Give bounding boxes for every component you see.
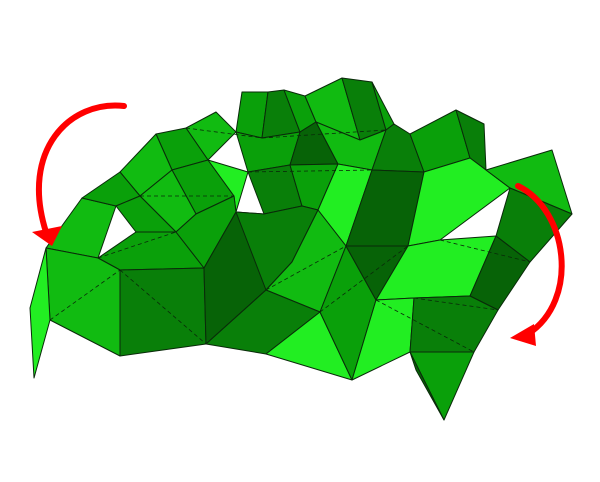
left-curved-arrow: [32, 102, 127, 246]
interior-fold-lines: [140, 127, 387, 197]
right-ridge-faces: [351, 149, 573, 421]
left-front-faces: [29, 169, 237, 379]
middle-band-faces: [119, 109, 487, 247]
right-curved-arrow: [510, 183, 565, 346]
center-front-faces: [203, 205, 409, 381]
